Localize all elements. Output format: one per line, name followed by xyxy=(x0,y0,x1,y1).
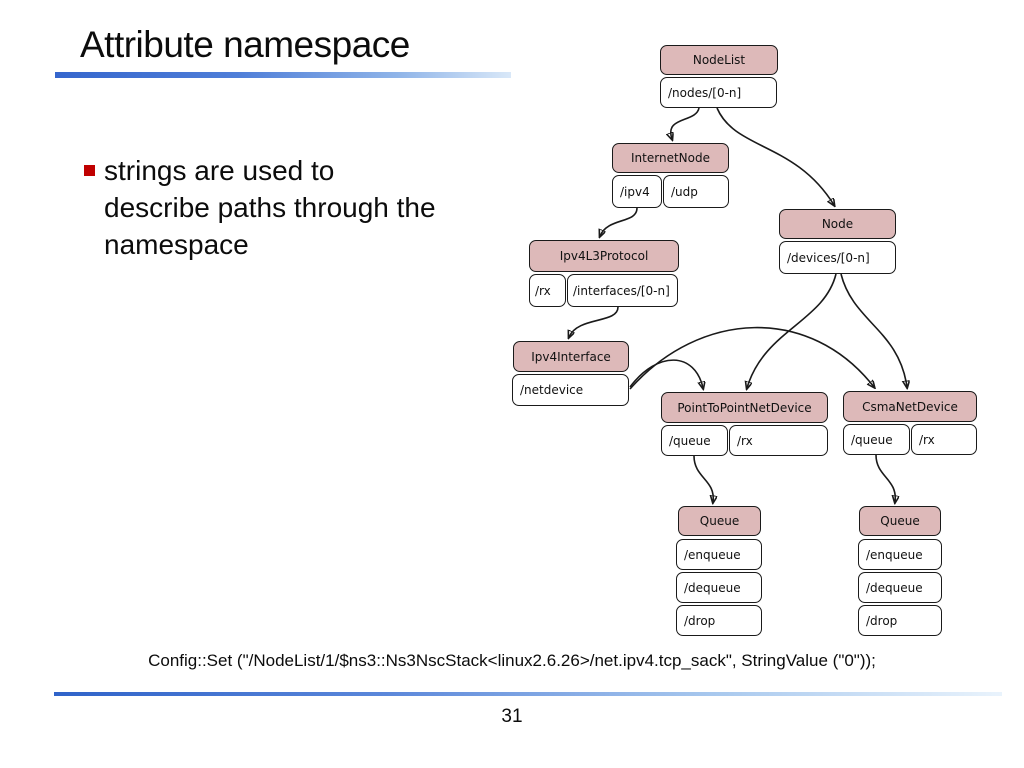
arrow-devices-to-p2pnetdevice xyxy=(747,273,837,388)
bullet-marker xyxy=(84,165,95,176)
node-ipv4interface-header: Ipv4Interface xyxy=(513,341,629,372)
node-p2pnetdevice-header: PointToPointNetDevice xyxy=(661,392,828,423)
node-p2pnetdevice-cell-queue: /queue xyxy=(661,425,728,456)
node-ipv4l3protocol-cell-interfaces: /interfaces/[0-n] xyxy=(567,274,678,307)
node-queue-right-cell-drop: /drop xyxy=(858,605,942,636)
footer-rule xyxy=(54,692,1002,696)
page-number: 31 xyxy=(501,706,523,727)
node-node-cell-devices: /devices/[0-n] xyxy=(779,241,896,274)
node-node-header: Node xyxy=(779,209,896,239)
node-queue-left-cell-drop: /drop xyxy=(676,605,762,636)
arrow-nodelist-to-node xyxy=(716,107,834,205)
node-ipv4interface-cell-netdevice: /netdevice xyxy=(512,374,629,406)
bullet-text: strings are used to describe paths throu… xyxy=(104,155,436,260)
arrow-nodelist-to-internetnode xyxy=(671,107,700,139)
node-queue-right-header: Queue xyxy=(859,506,941,536)
node-csmanetdevice-header: CsmaNetDevice xyxy=(843,391,977,422)
node-p2pnetdevice-cell-rx: /rx xyxy=(729,425,828,456)
arrow-netdevice-to-csmanetdevice xyxy=(629,326,874,389)
arrow-interfaces-to-ipv4interface xyxy=(569,306,619,337)
node-ipv4l3protocol-cell-rx: /rx xyxy=(529,274,566,307)
node-queue-left-cell-enqueue: /enqueue xyxy=(676,539,762,570)
arrow-netdevice-to-p2pnetdevice xyxy=(629,359,703,388)
node-queue-left-cell-dequeue: /dequeue xyxy=(676,572,762,603)
node-csmanetdevice-cell-rx: /rx xyxy=(911,424,977,455)
bullet-item: strings are used to describe paths throu… xyxy=(84,152,436,263)
node-internetnode-cell-udp: /udp xyxy=(663,175,729,208)
node-nodelist-header: NodeList xyxy=(660,45,778,75)
arrow-csmaqueue-to-queue xyxy=(875,454,895,502)
node-internetnode-header: InternetNode xyxy=(612,143,729,173)
node-csmanetdevice-cell-queue: /queue xyxy=(843,424,910,455)
node-queue-left-header: Queue xyxy=(678,506,761,536)
node-ipv4l3protocol-header: Ipv4L3Protocol xyxy=(529,240,679,272)
node-internetnode-cell-ipv4: /ipv4 xyxy=(612,175,662,208)
title-underline xyxy=(55,72,511,78)
node-queue-right-cell-dequeue: /dequeue xyxy=(858,572,942,603)
page-title: Attribute namespace xyxy=(80,24,410,65)
node-nodelist-cell-nodes: /nodes/[0-n] xyxy=(660,77,777,108)
arrow-p2pqueue-to-queue xyxy=(693,455,713,502)
arrow-ipv4-to-ipv4l3protocol xyxy=(600,207,638,236)
arrow-devices-to-csmanetdevice xyxy=(840,273,907,387)
node-queue-right-cell-enqueue: /enqueue xyxy=(858,539,942,570)
code-example: Config::Set ("/NodeList/1/$ns3::Ns3NscSt… xyxy=(148,651,876,670)
